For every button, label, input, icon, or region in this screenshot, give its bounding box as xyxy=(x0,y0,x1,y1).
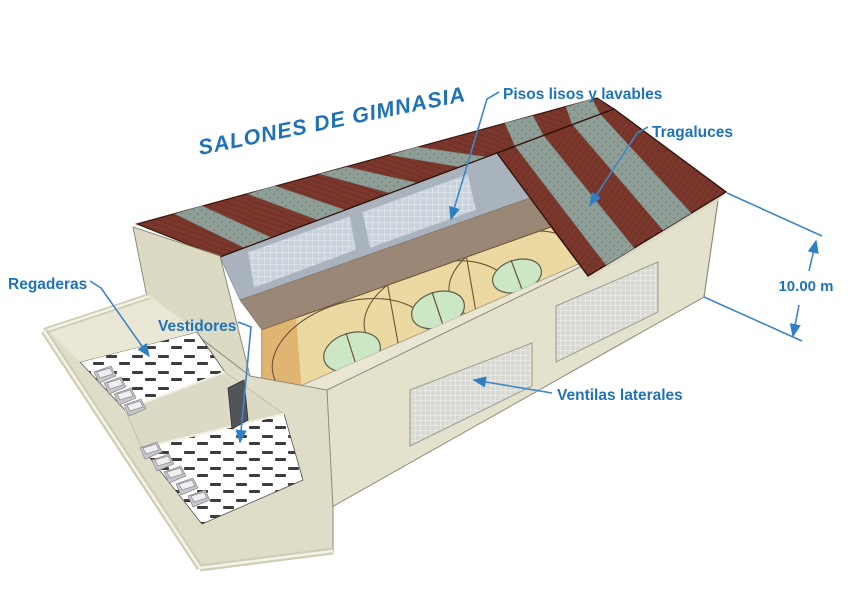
height-dimension: 10.00 m xyxy=(703,192,834,342)
leader-pisos xyxy=(449,91,500,221)
label-pisos: Pisos lisos y lavables xyxy=(503,86,662,103)
right-corner-edge xyxy=(703,200,719,298)
gym-interior-cutaway xyxy=(219,152,580,404)
side-vent xyxy=(555,261,659,363)
annex-back-wall xyxy=(47,296,197,362)
bench-step xyxy=(187,489,211,508)
label-tragaluces: Tragaluces xyxy=(652,124,733,141)
dimension-text: 10.00 m xyxy=(778,278,833,295)
label-vestidores: Vestidores xyxy=(158,318,236,335)
leader-regaderas xyxy=(89,280,150,358)
annex-building xyxy=(41,293,334,572)
dimension-arrow-down xyxy=(789,304,801,338)
dimension-arrow-up xyxy=(807,239,819,272)
leader-tragaluces xyxy=(589,126,649,207)
ridge-line xyxy=(219,108,615,258)
roof-near-slope xyxy=(219,108,728,277)
side-vent xyxy=(409,342,533,447)
extension-line-bottom xyxy=(703,296,803,342)
label-regaderas: Regaderas xyxy=(8,276,87,293)
bench-step xyxy=(93,365,117,384)
annex-wall-caps xyxy=(41,293,334,572)
gable-eave-sliver xyxy=(584,192,726,283)
bench-step xyxy=(123,398,147,417)
bench-step xyxy=(175,477,199,496)
bench-steps xyxy=(93,365,211,508)
bench-step xyxy=(103,376,127,395)
bench-step xyxy=(113,387,137,406)
label-ventilas: Ventilas laterales xyxy=(557,387,683,404)
bench-step xyxy=(151,453,175,472)
mesh-window-panel xyxy=(361,173,477,249)
leader-ventilas xyxy=(472,376,553,394)
mesh-window-panel xyxy=(247,215,357,289)
extension-line-top xyxy=(726,192,823,237)
leader-vestidores xyxy=(235,321,252,444)
label-leaders xyxy=(89,91,649,444)
bench-step xyxy=(139,441,163,460)
bench-step xyxy=(163,465,187,484)
